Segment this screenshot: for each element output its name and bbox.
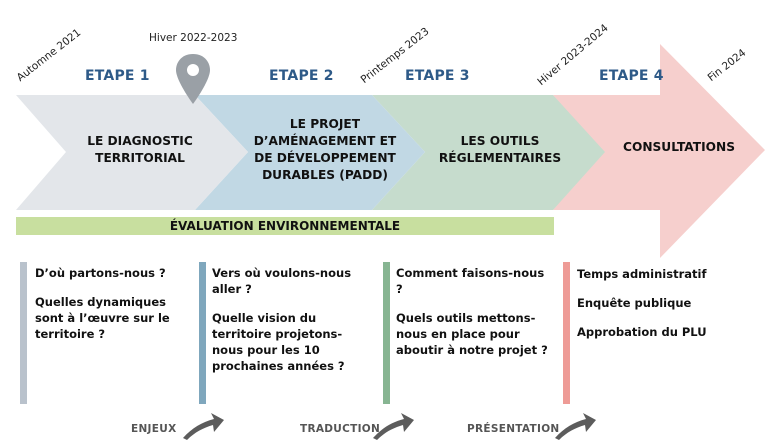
question: Quels outils mettons-nous en place pour … [396, 311, 548, 357]
question: Enquête publique [577, 296, 692, 310]
questions-step3: Comment faisons-nous ? Quels outils mett… [396, 265, 551, 371]
curved-arrow-icon [555, 413, 596, 440]
questions-step4: Temps administratif Enquête publique App… [577, 266, 747, 353]
environment-label: ÉVALUATION ENVIRONNEMENTALE [169, 219, 401, 233]
question: Comment faisons-nous ? [396, 266, 545, 296]
step2-title-line: DE DÉVELOPPEMENT [254, 151, 396, 165]
question: D’où partons-nous ? [35, 266, 166, 280]
step2-title-line: LE PROJET [289, 117, 361, 131]
step2-chevron [195, 95, 425, 210]
question: Temps administratif [577, 267, 707, 281]
date-winter-2022-2023: Hiver 2022-2023 [149, 32, 238, 44]
question: Quelle vision du territoire projetons-no… [212, 311, 345, 373]
footer-traduction: TRADUCTION [300, 423, 381, 435]
environment-bar [16, 217, 554, 235]
step3-title-line: LES OUTILS [460, 134, 540, 148]
questions-step1: D’où partons-nous ? Quelles dynamiques s… [35, 265, 185, 355]
column-bar-3 [383, 262, 390, 404]
footer-enjeux: ENJEUX [131, 423, 177, 435]
curved-arrow-icon [373, 413, 414, 440]
step2-title-line: DURABLES (PADD) [262, 168, 388, 182]
curved-arrow-icon [183, 413, 224, 440]
step4-title: CONSULTATIONS [600, 110, 758, 184]
step1-title: LE DIAGNOSTIC TERRITORIAL [60, 110, 220, 190]
question: Vers où voulons-nous aller ? [212, 266, 352, 296]
step1-label: ETAPE 1 [85, 68, 150, 84]
column-bar-1 [20, 262, 27, 404]
question: Quelles dynamiques sont à l’œuvre sur le… [35, 295, 170, 341]
step4-label: ETAPE 4 [599, 68, 664, 84]
step1-chevron [16, 95, 248, 210]
step3-chevron [372, 95, 605, 210]
questions-step2: Vers où voulons-nous aller ? Quelle visi… [212, 265, 372, 387]
step1-title-line: LE DIAGNOSTIC [87, 134, 193, 148]
column-bar-4 [563, 262, 570, 404]
step2-label: ETAPE 2 [269, 68, 334, 84]
step3-label: ETAPE 3 [405, 68, 470, 84]
column-bar-2 [199, 262, 206, 404]
step2-title-line: D’AMÉNAGEMENT ET [253, 134, 397, 148]
step3-title: LES OUTILS RÉGLEMENTAIRES [420, 110, 580, 190]
step2-title: LE PROJET D’AMÉNAGEMENT ET DE DÉVELOPPEM… [245, 110, 405, 190]
step4-arrow [553, 44, 765, 258]
step3-title-line: RÉGLEMENTAIRES [438, 151, 562, 165]
step1-title-line: TERRITORIAL [95, 151, 185, 165]
footer-presentation: PRÉSENTATION [467, 423, 560, 435]
question: Approbation du PLU [577, 325, 707, 339]
location-pin-icon [176, 54, 210, 104]
step4-title-line: CONSULTATIONS [623, 139, 735, 154]
